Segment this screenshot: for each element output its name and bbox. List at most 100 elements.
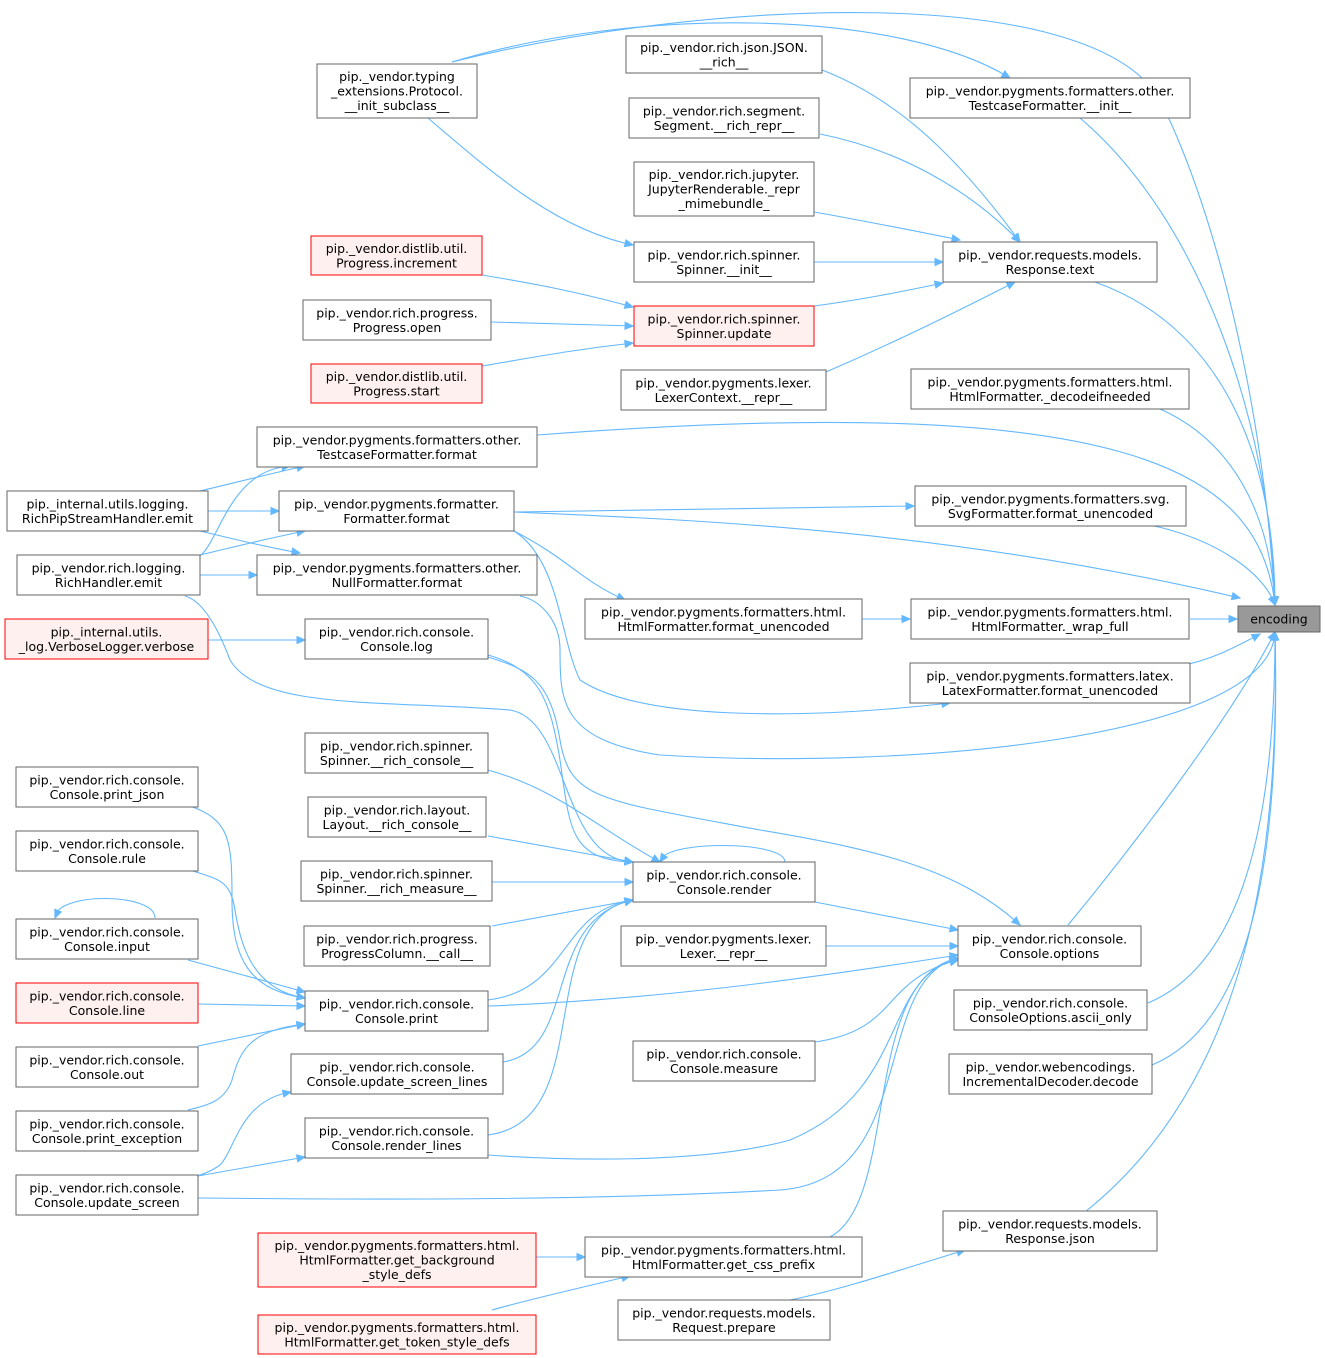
node-box[interactable]: [948, 1053, 1153, 1095]
node-richpip-emit[interactable]: pip._internal.utils.logging.RichPipStrea…: [6, 490, 209, 532]
node-box[interactable]: [15, 830, 199, 872]
node-progress-increment[interactable]: pip._vendor.distlib.util.Progress.increm…: [310, 235, 483, 276]
node-testcase-init[interactable]: pip._vendor.pygments.formatters.other.Te…: [909, 77, 1191, 119]
node-encoding[interactable]: encoding: [1237, 605, 1321, 633]
node-console-line[interactable]: pip._vendor.rich.console.Console.line: [15, 982, 199, 1024]
node-html-decodeifneeded[interactable]: pip._vendor.pygments.formatters.html.Htm…: [910, 368, 1190, 410]
node-box[interactable]: [633, 305, 815, 347]
node-spinner-update[interactable]: pip._vendor.rich.spinner.Spinner.update: [633, 305, 815, 347]
node-box[interactable]: [617, 1299, 831, 1341]
node-box[interactable]: [942, 241, 1158, 283]
node-render-lines[interactable]: pip._vendor.rich.console.Console.render_…: [304, 1117, 489, 1159]
node-box[interactable]: [290, 1053, 504, 1095]
node-console-log[interactable]: pip._vendor.rich.console.Console.log: [304, 618, 489, 660]
node-box[interactable]: [304, 618, 489, 660]
node-verbose[interactable]: pip._internal.utils._log.VerboseLogger.v…: [4, 618, 209, 660]
node-console-options[interactable]: pip._vendor.rich.console.Console.options: [957, 925, 1142, 967]
node-box[interactable]: [633, 241, 815, 283]
node-box[interactable]: [633, 161, 815, 217]
node-box[interactable]: [942, 1210, 1158, 1252]
node-box[interactable]: [620, 925, 827, 967]
node-html-format-unencoded[interactable]: pip._vendor.pygments.formatters.html.Htm…: [584, 598, 863, 640]
node-json-rich[interactable]: pip._vendor.rich.json.JSON.__rich__: [625, 35, 823, 74]
node-formatter-format[interactable]: pip._vendor.pygments.formatter.Formatter…: [278, 490, 515, 532]
node-box[interactable]: [302, 299, 492, 341]
node-box[interactable]: [584, 598, 863, 640]
node-layout-rich-console[interactable]: pip._vendor.rich.layout.Layout.__rich_co…: [307, 796, 487, 838]
node-box[interactable]: [1237, 605, 1321, 633]
node-box[interactable]: [6, 490, 209, 532]
node-lexer-repr[interactable]: pip._vendor.pygments.lexer.Lexer.__repr_…: [620, 925, 827, 967]
node-box[interactable]: [257, 1314, 537, 1355]
node-get-token-style-defs[interactable]: pip._vendor.pygments.formatters.html.Htm…: [257, 1314, 537, 1355]
node-segment-repr[interactable]: pip._vendor.rich.segment.Segment.__rich_…: [628, 97, 820, 139]
node-box[interactable]: [15, 766, 199, 808]
node-print-json[interactable]: pip._vendor.rich.console.Console.print_j…: [15, 766, 199, 808]
node-box[interactable]: [4, 618, 209, 660]
node-jupyter[interactable]: pip._vendor.rich.jupyter.JupyterRenderab…: [633, 161, 815, 217]
node-box[interactable]: [914, 485, 1187, 527]
node-box[interactable]: [632, 861, 816, 903]
node-progress-start[interactable]: pip._vendor.distlib.util.Progress.start: [310, 363, 483, 404]
node-console-input[interactable]: pip._vendor.rich.console.Console.input: [15, 918, 199, 960]
node-box[interactable]: [304, 990, 489, 1032]
node-box[interactable]: [909, 662, 1191, 704]
node-box[interactable]: [16, 554, 201, 596]
node-spinner-init[interactable]: pip._vendor.rich.spinner.Spinner.__init_…: [633, 241, 815, 283]
node-box[interactable]: [15, 1174, 199, 1216]
node-box[interactable]: [256, 426, 538, 468]
node-box[interactable]: [15, 918, 199, 960]
node-box[interactable]: [15, 982, 199, 1024]
node-console-render[interactable]: pip._vendor.rich.console.Console.render: [632, 861, 816, 903]
node-console-rule[interactable]: pip._vendor.rich.console.Console.rule: [15, 830, 199, 872]
node-null-format[interactable]: pip._vendor.pygments.formatters.other.Nu…: [256, 554, 538, 596]
node-ascii-only[interactable]: pip._vendor.rich.console.ConsoleOptions.…: [953, 989, 1148, 1031]
node-webencodings-decode[interactable]: pip._vendor.webencodings.IncrementalDeco…: [948, 1053, 1153, 1095]
node-get-css-prefix[interactable]: pip._vendor.pygments.formatters.html.Htm…: [584, 1236, 863, 1278]
node-box[interactable]: [957, 925, 1142, 967]
node-progresscolumn-call[interactable]: pip._vendor.rich.progress.ProgressColumn…: [303, 925, 491, 967]
node-progress-open[interactable]: pip._vendor.rich.progress.Progress.open: [302, 299, 492, 341]
node-box[interactable]: [304, 732, 489, 774]
node-lexer-context-repr[interactable]: pip._vendor.pygments.lexer.LexerContext.…: [620, 369, 827, 411]
node-box[interactable]: [310, 363, 483, 404]
node-box[interactable]: [620, 369, 827, 411]
node-print-exception[interactable]: pip._vendor.rich.console.Console.print_e…: [15, 1110, 199, 1152]
node-richhandler-emit[interactable]: pip._vendor.rich.logging.RichHandler.emi…: [16, 554, 201, 596]
node-box[interactable]: [257, 1232, 537, 1288]
node-box[interactable]: [909, 77, 1191, 119]
node-box[interactable]: [910, 368, 1190, 410]
node-box[interactable]: [584, 1236, 863, 1278]
node-latex-format-unencoded[interactable]: pip._vendor.pygments.formatters.latex.La…: [909, 662, 1191, 704]
node-box[interactable]: [278, 490, 515, 532]
node-box[interactable]: [15, 1110, 199, 1152]
node-box[interactable]: [307, 796, 487, 838]
node-spinner-rich-console[interactable]: pip._vendor.rich.spinner.Spinner.__rich_…: [304, 732, 489, 774]
node-box[interactable]: [632, 1040, 816, 1082]
node-response-text[interactable]: pip._vendor.requests.models.Response.tex…: [942, 241, 1158, 283]
node-typing-protocol[interactable]: pip._vendor.typing_extensions.Protocol._…: [316, 63, 478, 119]
node-box[interactable]: [310, 235, 483, 276]
node-spinner-rich-measure[interactable]: pip._vendor.rich.spinner.Spinner.__rich_…: [300, 860, 493, 902]
node-console-measure[interactable]: pip._vendor.rich.console.Console.measure: [632, 1040, 816, 1082]
node-box[interactable]: [303, 925, 491, 967]
node-box[interactable]: [15, 1046, 199, 1088]
node-update-screen[interactable]: pip._vendor.rich.console.Console.update_…: [15, 1174, 199, 1216]
node-response-json[interactable]: pip._vendor.requests.models.Response.jso…: [942, 1210, 1158, 1252]
node-box[interactable]: [910, 598, 1190, 640]
node-console-out[interactable]: pip._vendor.rich.console.Console.out: [15, 1046, 199, 1088]
node-box[interactable]: [256, 554, 538, 596]
node-box[interactable]: [953, 989, 1148, 1031]
node-html-wrap-full[interactable]: pip._vendor.pygments.formatters.html.Htm…: [910, 598, 1190, 640]
node-box[interactable]: [304, 1117, 489, 1159]
node-box[interactable]: [300, 860, 493, 902]
node-box[interactable]: [628, 97, 820, 139]
node-update-screen-lines[interactable]: pip._vendor.rich.console.Console.update_…: [290, 1053, 504, 1095]
node-testcase-format[interactable]: pip._vendor.pygments.formatters.other.Te…: [256, 426, 538, 468]
node-box[interactable]: [316, 63, 478, 119]
node-svg-format-unencoded[interactable]: pip._vendor.pygments.formatters.svg.SvgF…: [914, 485, 1187, 527]
node-console-print[interactable]: pip._vendor.rich.console.Console.print: [304, 990, 489, 1032]
node-request-prepare[interactable]: pip._vendor.requests.models.Request.prep…: [617, 1299, 831, 1341]
node-get-background-style-defs[interactable]: pip._vendor.pygments.formatters.html.Htm…: [257, 1232, 537, 1288]
node-box[interactable]: [625, 35, 823, 74]
